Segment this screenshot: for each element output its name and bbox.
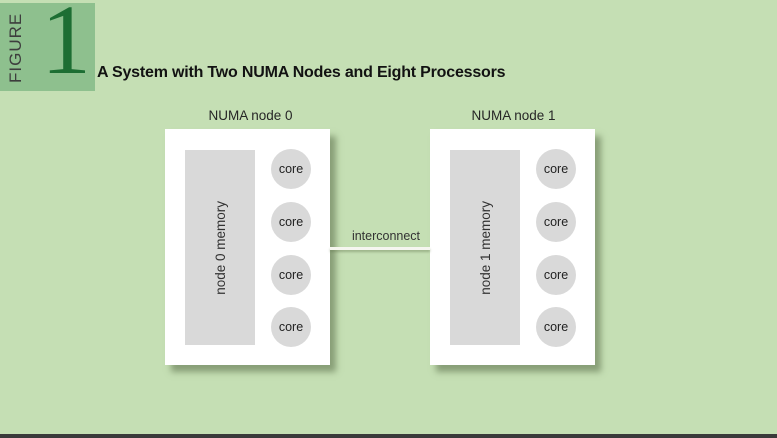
numa-node-1-box: node 1 memory core core core core — [430, 129, 595, 365]
bottom-rule — [0, 434, 777, 438]
node-0-memory-label: node 0 memory — [212, 200, 228, 295]
numa-node-1-label: NUMA node 1 — [471, 108, 556, 123]
core-circle: core — [536, 149, 576, 189]
numa-node-0-box: node 0 memory core core core core — [165, 129, 330, 365]
core-circle: core — [536, 255, 576, 295]
interconnect-line — [330, 247, 430, 250]
core-circle: core — [536, 307, 576, 347]
figure-kicker-label: FIGURE — [6, 12, 25, 84]
figure-title: A System with Two NUMA Nodes and Eight P… — [97, 64, 506, 81]
core-circle: core — [271, 255, 311, 295]
core-circle: core — [536, 202, 576, 242]
node-1-memory-block: node 1 memory — [450, 150, 520, 345]
numa-node-0-label: NUMA node 0 — [208, 108, 293, 123]
interconnect-label: interconnect — [351, 229, 421, 243]
figure-number-badge: FIGURE 1 — [0, 0, 95, 95]
node-0-memory-block: node 0 memory — [185, 150, 255, 345]
node-1-memory-label: node 1 memory — [477, 200, 493, 295]
core-circle: core — [271, 307, 311, 347]
figure-number: 1 — [41, 0, 91, 95]
core-circle: core — [271, 202, 311, 242]
core-circle: core — [271, 149, 311, 189]
